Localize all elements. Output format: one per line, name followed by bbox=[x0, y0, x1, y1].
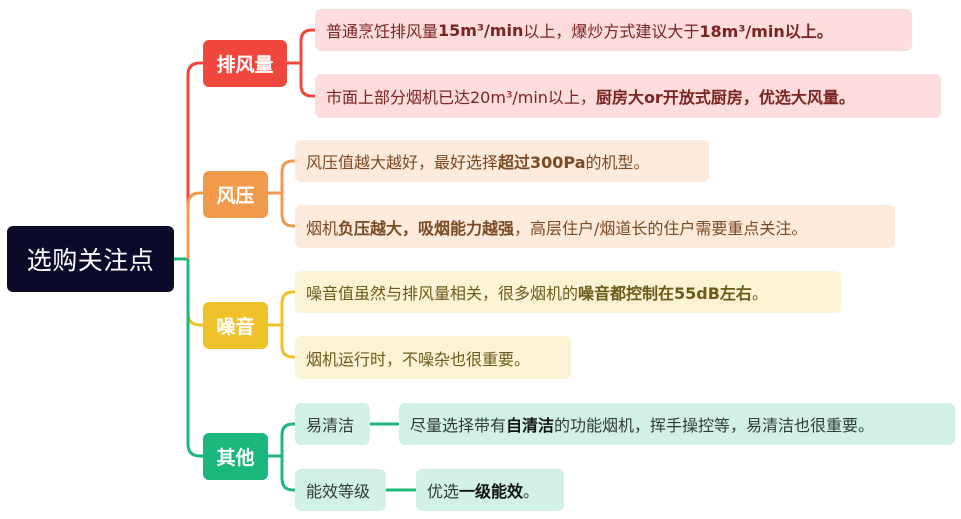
leaf-noise-1[interactable]: 噪音值虽然与排风量相关，很多烟机的噪音都控制在55dB左右。 bbox=[295, 271, 841, 313]
leaf-text: 的机型。 bbox=[585, 153, 650, 172]
topic-air-pressure[interactable]: 风压 bbox=[203, 171, 268, 218]
leaf-text-bold: 噪音都控制在55dB左右 bbox=[578, 284, 752, 303]
leaf-text-bold: 15m³/min bbox=[438, 20, 524, 40]
leaf-text: 的功能烟机，挥手操控等，易清洁也很重要。 bbox=[554, 416, 875, 435]
leaf-text: 烟机 bbox=[306, 218, 339, 238]
topic-label: 排风量 bbox=[216, 54, 274, 76]
leaf-text-bold: 负压越大，吸烟能力越强 bbox=[338, 218, 515, 238]
leaf-text: 以上，爆炒方式建议大于 bbox=[523, 22, 700, 41]
leaf-text-bold: 一级能效 bbox=[459, 482, 524, 501]
leaf-text-bold: 18m³/min以上。 bbox=[699, 22, 833, 41]
leaf-air-pressure-2[interactable]: 烟机负压越大，吸烟能力越强，高层住户/烟道长的住户需要重点关注。 bbox=[295, 205, 895, 248]
leaf-text: 市面上部分烟机已达20m³/min以上， bbox=[326, 88, 596, 107]
root-topic-label: 选购关注点 bbox=[26, 246, 155, 275]
leaf-text-bold: 超过300Pa bbox=[498, 153, 586, 172]
leaf-text: 优选 bbox=[427, 482, 460, 501]
leaf-text: 烟机运行时，不噪杂也很重要。 bbox=[306, 349, 531, 369]
leaf-text: 尽量选择带有 bbox=[410, 416, 507, 435]
subtopic-easy-clean[interactable]: 易清洁 bbox=[295, 403, 370, 445]
leaf-energy-efficiency-detail[interactable]: 优选一级能效。 bbox=[416, 469, 564, 511]
leaf-text: 噪音值虽然与排风量相关，很多烟机的 bbox=[306, 284, 579, 303]
leaf-text: 。 bbox=[523, 482, 540, 501]
leaf-text: 普通烹饪排风量 bbox=[326, 22, 439, 41]
leaf-text: ，高层住户/烟道长的住户需要重点关注。 bbox=[514, 218, 808, 238]
leaf-text: 。 bbox=[751, 284, 768, 303]
topic-label: 风压 bbox=[216, 185, 255, 207]
leaf-text: 风压值越大越好，最好选择 bbox=[306, 153, 499, 172]
subtopic-energy-efficiency[interactable]: 能效等级 bbox=[295, 469, 386, 511]
topic-noise[interactable]: 噪音 bbox=[203, 302, 268, 349]
topic-air-volume[interactable]: 排风量 bbox=[203, 40, 287, 87]
leaf-air-volume-2[interactable]: 市面上部分烟机已达20m³/min以上，厨房大or开放式厨房，优选大风量。 bbox=[315, 74, 941, 118]
leaf-text-bold: 自清洁 bbox=[506, 416, 555, 435]
leaf-text-bold: 厨房大or开放式厨房，优选大风量。 bbox=[595, 88, 855, 107]
subtopic-label: 能效等级 bbox=[306, 482, 371, 501]
subtopic-label: 易清洁 bbox=[306, 416, 355, 435]
topic-others[interactable]: 其他 bbox=[203, 433, 268, 480]
leaf-noise-2[interactable]: 烟机运行时，不噪杂也很重要。 bbox=[295, 336, 571, 379]
topic-label: 噪音 bbox=[216, 316, 255, 338]
topic-label: 其他 bbox=[216, 447, 255, 469]
root-topic[interactable]: 选购关注点 bbox=[7, 226, 174, 292]
leaf-easy-clean-detail[interactable]: 尽量选择带有自清洁的功能烟机，挥手操控等，易清洁也很重要。 bbox=[399, 403, 955, 445]
